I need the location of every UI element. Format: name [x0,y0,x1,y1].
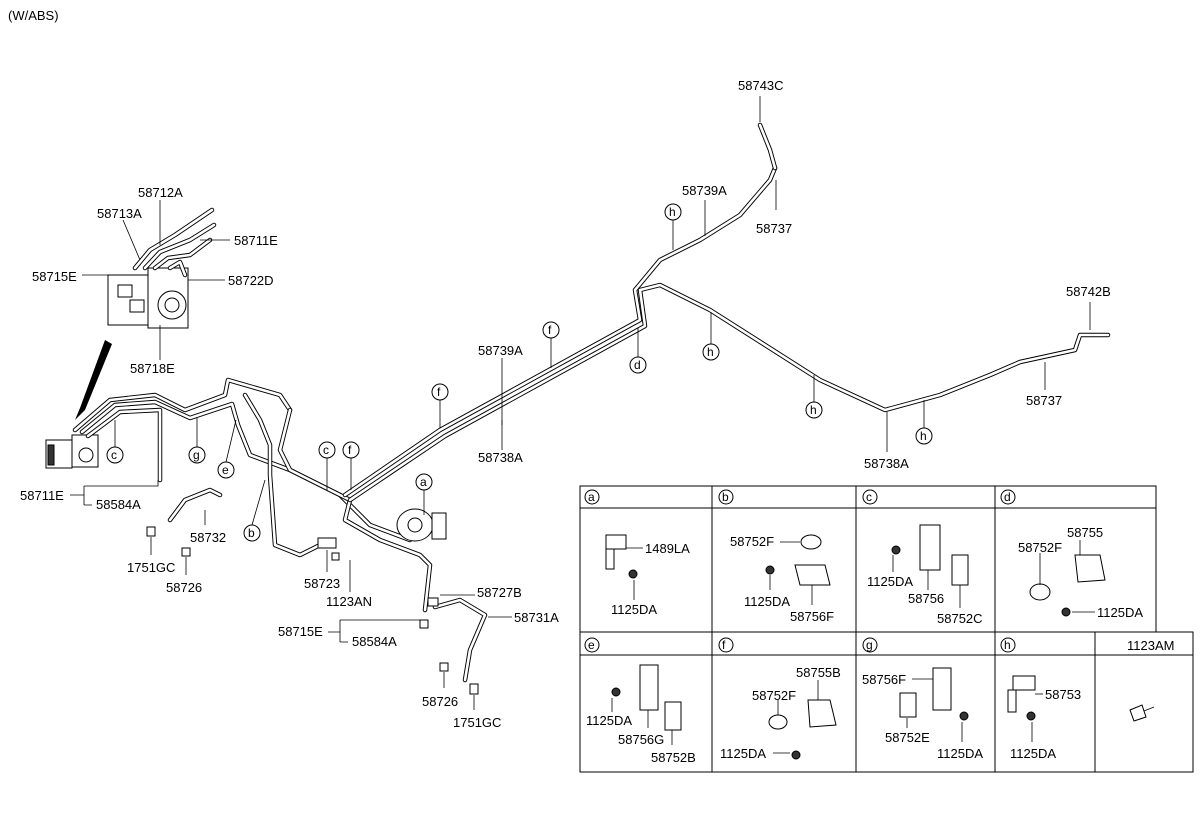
callout-h-3: h [810,403,817,417]
label-58731A: 58731A [514,610,559,625]
leader-left-group [70,480,159,506]
cell-b-label-2: 1125DA [744,594,790,609]
callout-a: a [420,475,427,489]
callout-f-1: f [348,443,352,457]
label-58718E: 58718E [130,361,175,376]
label-58742B: 58742B [1066,284,1111,299]
cell-a-key: a [588,490,595,504]
fittings-left [146,526,479,695]
cell-d-label-2: 58755 [1067,525,1103,540]
cell-c-label-1: 1125DA [867,574,913,589]
label-58715E-top: 58715E [32,269,77,284]
cell-d-key: d [1004,490,1011,504]
cell-d-label-3: 1125DA [1097,605,1143,620]
cell-b-label-1: 58752F [730,534,774,549]
abs-leaders [82,200,230,360]
label-58737-right: 58737 [1026,393,1062,408]
cell-h-key: h [1004,638,1011,652]
label-58723: 58723 [304,576,340,591]
cell-f-label-3: 1125DA [720,746,766,761]
cell-h-label-1: 58753 [1045,687,1081,702]
cell-e-label-3: 58752B [651,750,696,765]
callout-c-2: c [323,443,329,457]
cell-b: b 58752F 1125DA 58756F [718,489,834,624]
label-58743C: 58743C [738,78,784,93]
callout-f-3: f [548,323,552,337]
cell-a: a 1489LA 1125DA [584,489,690,617]
cell-e-label-2: 58756G [618,732,664,747]
cell-g: g 58756F 58752E 1125DA [862,637,983,761]
callout-g: g [193,448,200,462]
label-58738A-center: 58738A [478,450,523,465]
label-58726-left: 58726 [166,580,202,595]
callout-h-4: h [920,429,927,443]
cell-1123AM-key: 1123AM [1127,638,1174,653]
variant-label: (W/ABS) [8,8,59,23]
cell-f: f 58755B 58752F 1125DA [718,637,841,761]
cell-c-key: c [866,490,872,504]
cell-g-label-2: 58752E [885,730,930,745]
label-58739A-right: 58739A [682,183,727,198]
cell-d-label-1: 58752F [1018,540,1062,555]
callout-f-2: f [437,385,441,399]
callout-e: e [222,463,229,477]
letter-callouts: c g e b c f a f f d h h h h [106,203,933,542]
cell-1123AM: 1123AM [1127,638,1174,722]
label-58739A-center: 58739A [478,343,523,358]
cell-b-label-3: 58756F [790,609,834,624]
cell-f-label-2: 58752F [752,688,796,703]
callout-b: b [248,526,255,540]
label-58737-top: 58737 [756,221,792,236]
cell-g-label-1: 58756F [862,672,906,687]
cell-a-label-1: 1489LA [645,541,690,556]
cell-e-key: e [588,638,595,652]
detail-table [579,485,1194,773]
cell-c-label-2: 58756 [908,591,944,606]
label-1751GC-center: 1751GC [453,715,501,730]
pointer-arrow-icon [75,340,112,420]
label-58711E-left: 58711E [20,488,64,503]
callout-h-2: h [707,345,714,359]
label-58584A-center: 58584A [352,634,397,649]
cell-e: e 1125DA 58756G 58752B [584,637,696,765]
label-1751GC-left: 1751GC [127,560,175,575]
main-brake-lines [72,122,1111,683]
cell-g-key: g [866,638,873,652]
cell-b-key: b [722,490,729,504]
callout-h-1: h [669,205,676,219]
cell-f-key: f [722,638,726,652]
leader-center-group [328,619,420,643]
cell-c-label-3: 58752C [937,611,983,626]
label-58732: 58732 [190,530,226,545]
callout-c-1: c [111,448,117,462]
cell-g-label-3: 1125DA [937,746,983,761]
cell-h: h 58753 1125DA [1000,637,1081,761]
label-58715E-center: 58715E [278,624,323,639]
cell-f-label-1: 58755B [796,665,841,680]
label-58726-center: 58726 [422,694,458,709]
cell-e-label-1: 1125DA [586,713,632,728]
label-58727B: 58727B [477,585,522,600]
cell-c: c 1125DA 58756 58752C [862,489,983,626]
label-58713A: 58713A [97,206,142,221]
label-1123AN: 1123AN [326,594,372,609]
label-58712A: 58712A [138,185,183,200]
label-58711E-top: 58711E [234,233,278,248]
label-58722D: 58722D [228,273,274,288]
label-58584A-left: 58584A [96,497,141,512]
cell-a-label-2: 1125DA [611,602,657,617]
cell-d: d 58755 58752F 1125DA [1000,489,1143,620]
cell-h-label-2: 1125DA [1010,746,1056,761]
abs-unit-small-drawing [45,434,99,469]
callout-d: d [634,358,641,372]
label-58738A-right: 58738A [864,456,909,471]
abs-unit-drawing [107,207,217,329]
